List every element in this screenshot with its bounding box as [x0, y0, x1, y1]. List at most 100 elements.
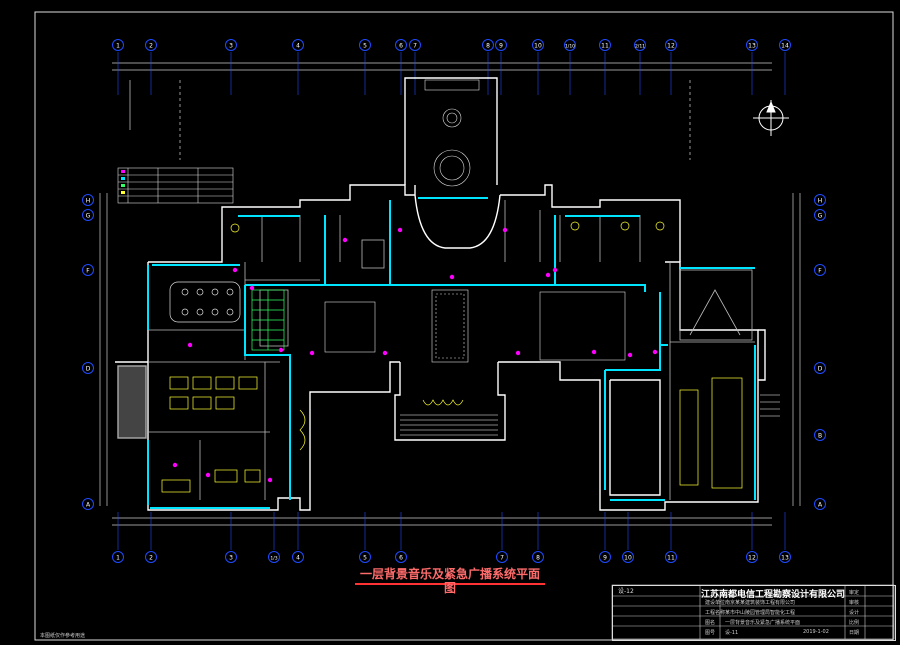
tb-label-number: 图号 — [705, 630, 716, 636]
grid-bubble-bottom: 12 — [746, 551, 758, 563]
title-block: 江苏南都电信工程勘察设计有限公司 建设单位 南京某某建筑装饰工程有限公司 工程名… — [612, 585, 896, 641]
grid-bubble-bottom: 1/3 — [268, 551, 280, 563]
grid-bubble-bottom: 9 — [599, 551, 611, 563]
svg-text:A: A — [86, 502, 91, 509]
svg-text:13: 13 — [748, 43, 756, 50]
grid-bubble-bottom: 2 — [145, 551, 157, 563]
tb-design: 设计 — [849, 610, 860, 616]
svg-text:11: 11 — [601, 43, 609, 50]
dimension-lines — [99, 62, 801, 526]
grid-bubble-left: H — [82, 194, 94, 206]
legend-table — [117, 167, 234, 204]
svg-text:14: 14 — [781, 43, 789, 50]
svg-text:1: 1 — [116, 555, 120, 562]
svg-text:9: 9 — [499, 43, 503, 50]
grid-bubble-bottom: 5 — [359, 551, 371, 563]
svg-text:G: G — [818, 213, 823, 220]
grid-bubble-top: 14 — [779, 39, 791, 51]
svg-text:13: 13 — [781, 555, 789, 562]
grid-bubble-top: 11 — [599, 39, 611, 51]
speaker-icon — [397, 227, 403, 233]
speaker-icon — [267, 477, 273, 483]
grid-bubble-bottom: 8 — [532, 551, 544, 563]
speaker-icon — [187, 342, 193, 348]
grid-bubble-bottom: 1 — [112, 551, 124, 563]
grid-bubble-top: 3 — [225, 39, 237, 51]
tb-value-client: 南京某某建筑装饰工程有限公司 — [725, 600, 796, 606]
grid-bubble-bottom: 3 — [225, 551, 237, 563]
svg-text:6: 6 — [399, 555, 403, 562]
grid-bubble-top: 1 — [112, 39, 124, 51]
svg-text:10: 10 — [534, 43, 542, 50]
speaker-icon — [342, 237, 348, 243]
entry-steps — [400, 394, 780, 436]
grid-bubble-bottom: 13 — [779, 551, 791, 563]
tb-label-project: 工程名称 — [705, 610, 726, 616]
grid-bubble-right: B — [814, 429, 826, 441]
grid-bubble-top: 13 — [746, 39, 758, 51]
svg-text:12: 12 — [667, 43, 675, 50]
svg-text:2: 2 — [149, 555, 153, 562]
svg-text:1/10: 1/10 — [565, 44, 575, 50]
tb-scale: 比例 — [849, 620, 860, 626]
ceiling-speakers — [172, 227, 658, 483]
svg-text:2/11: 2/11 — [635, 44, 645, 50]
conference-table — [169, 281, 241, 323]
grid-bubble-top: 4 — [292, 39, 304, 51]
speaker-icon — [552, 267, 558, 273]
grid-bubble-right: F — [814, 264, 826, 276]
svg-text:8: 8 — [486, 43, 490, 50]
svg-text:12: 12 — [748, 555, 756, 562]
speaker-icon — [382, 350, 388, 356]
drawing-border — [34, 11, 894, 641]
legend-symbols — [121, 170, 125, 194]
speaker-icon — [502, 227, 508, 233]
sheet-tag: 设-12 — [618, 588, 634, 595]
svg-text:H: H — [86, 198, 91, 205]
grid-bubble-top: 2/11 — [634, 39, 646, 51]
grid-bubble-left: A — [82, 498, 94, 510]
svg-text:A: A — [818, 502, 823, 509]
speaker-icon — [172, 462, 178, 468]
svg-text:6: 6 — [399, 43, 403, 50]
grid-bubble-top: 6 — [395, 39, 407, 51]
company-name: 江苏南都电信工程勘察设计有限公司 — [701, 590, 846, 598]
grid-bubble-bottom: 4 — [292, 551, 304, 563]
grid-bubble-right: G — [814, 209, 826, 221]
grid-bubble-top: 5 — [359, 39, 371, 51]
svg-text:7: 7 — [413, 43, 417, 50]
speaker-icon — [515, 350, 521, 356]
speaker-wiring — [147, 197, 756, 509]
grid-bubble-left: D — [82, 362, 94, 374]
grid-bubble-bottom: 11 — [665, 551, 677, 563]
grid-bubble-top: 10 — [532, 39, 544, 51]
speaker-icon — [627, 352, 633, 358]
svg-text:11: 11 — [667, 555, 675, 562]
grid-bubble-bottom: 7 — [496, 551, 508, 563]
tb-value-number: 设-11 — [725, 630, 739, 636]
svg-text:F: F — [818, 268, 822, 275]
svg-text:3: 3 — [229, 43, 233, 50]
svg-text:1/3: 1/3 — [270, 556, 277, 562]
furniture — [161, 221, 743, 493]
svg-text:D: D — [818, 366, 823, 373]
speaker-icon — [232, 267, 238, 273]
grid-bubble-right: A — [814, 498, 826, 510]
svg-text:H: H — [818, 198, 823, 205]
svg-text:4: 4 — [296, 555, 300, 562]
grid-bubble-right: D — [814, 362, 826, 374]
svg-text:D: D — [86, 366, 91, 373]
grid-bubble-top: 1/10 — [564, 39, 576, 51]
svg-text:G: G — [86, 213, 91, 220]
svg-text:8: 8 — [536, 555, 540, 562]
tb-value-date: 2019-1-02 — [803, 629, 829, 635]
grid-bubble-top: 12 — [665, 39, 677, 51]
svg-text:9: 9 — [603, 555, 607, 562]
north-arrow-icon — [753, 100, 789, 136]
tb-label-drawing: 图名 — [705, 620, 716, 626]
tb-date: 日期 — [849, 630, 860, 636]
tb-review: 审核 — [849, 600, 860, 606]
tb-value-drawing: 一层背景音乐及紧急广播系统平面 — [725, 620, 801, 626]
grid-bubble-top: 9 — [495, 39, 507, 51]
